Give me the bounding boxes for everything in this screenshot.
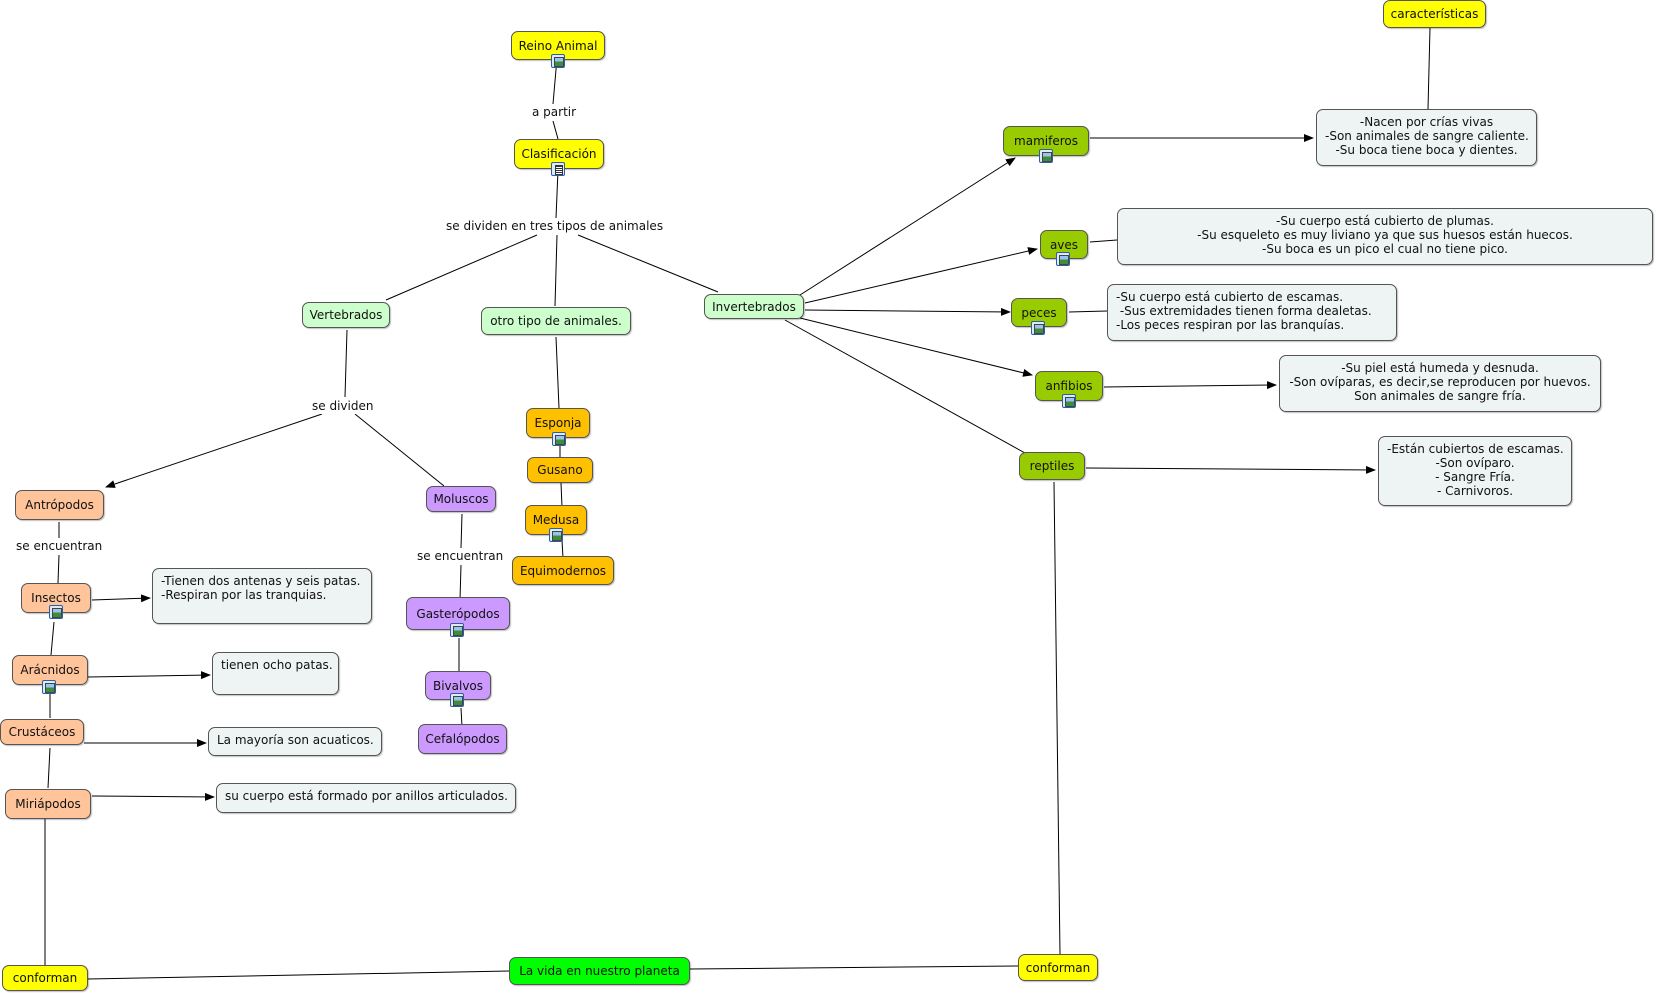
image-resource-icon[interactable] <box>1062 394 1076 408</box>
image-resource-icon[interactable] <box>1056 252 1070 266</box>
node-esponja[interactable]: Esponja <box>526 408 590 438</box>
connector <box>561 539 564 559</box>
node-conforman-right[interactable]: conforman <box>1018 954 1098 981</box>
connector <box>577 234 719 293</box>
connector <box>1085 465 1376 474</box>
connector <box>47 747 51 789</box>
connector <box>560 482 563 508</box>
node-aracnidos[interactable]: Arácnidos <box>12 655 88 685</box>
connector <box>555 336 560 409</box>
connector <box>87 671 211 680</box>
node-antropodos[interactable]: Antrópodos <box>15 490 104 520</box>
connector <box>344 329 348 398</box>
connector <box>57 554 60 584</box>
note-peces: -Su cuerpo está cubierto de escamas. -Su… <box>1107 284 1397 341</box>
image-resource-icon[interactable] <box>551 54 565 68</box>
connector <box>105 413 323 488</box>
connector <box>689 965 1019 970</box>
image-resource-icon[interactable] <box>42 680 56 694</box>
connector <box>552 120 559 140</box>
node-vida-planeta[interactable]: La vida en nuestro planeta <box>509 957 690 985</box>
connector <box>784 319 1026 454</box>
image-resource-icon[interactable] <box>49 605 63 619</box>
connector <box>804 247 1038 304</box>
node-bivalvos[interactable]: Bivalvos <box>425 671 491 700</box>
node-crustaceos[interactable]: Crustáceos <box>0 719 84 745</box>
image-resource-icon[interactable] <box>1031 321 1045 335</box>
node-caracteristicas[interactable]: características <box>1383 0 1486 28</box>
connector <box>91 594 151 603</box>
image-resource-icon[interactable] <box>1039 149 1053 163</box>
connector <box>1053 481 1061 956</box>
link-label-se-dividen-tres: se dividen en tres tipos de animales <box>444 218 666 234</box>
note-mamiferos: -Nacen por crías vivas -Son animales de … <box>1316 109 1537 166</box>
connector <box>554 234 558 307</box>
connector <box>460 707 463 728</box>
node-moluscos[interactable]: Moluscos <box>426 486 496 512</box>
document-resource-icon[interactable] <box>551 162 565 176</box>
node-clasificacion[interactable]: Clasificación <box>514 139 604 169</box>
link-label-se-dividen: se dividen <box>310 398 376 414</box>
link-label-se-encuentran-left: se encuentran <box>14 538 105 554</box>
image-resource-icon[interactable] <box>450 693 464 707</box>
connector <box>50 621 55 656</box>
node-conforman-left[interactable]: conforman <box>2 965 88 991</box>
connector <box>354 413 445 487</box>
node-gusano[interactable]: Gusano <box>527 457 593 483</box>
node-vertebrados[interactable]: Vertebrados <box>302 302 390 328</box>
note-aracnidos: tienen ocho patas. <box>212 652 339 695</box>
note-reptiles: -Están cubiertos de escamas. -Son ovípar… <box>1378 436 1572 506</box>
connector <box>1103 381 1277 390</box>
connector <box>91 792 215 801</box>
note-insectos: -Tienen dos antenas y seis patas. -Respi… <box>152 568 372 624</box>
connector <box>555 169 559 219</box>
connector <box>799 317 1033 377</box>
connector <box>385 234 538 301</box>
image-resource-icon[interactable] <box>549 528 563 542</box>
node-cefalopodos[interactable]: Cefalópodos <box>418 724 507 754</box>
node-invertebrados[interactable]: Invertebrados <box>704 294 804 319</box>
node-otro-tipo[interactable]: otro tipo de animales. <box>481 307 631 335</box>
connector <box>459 564 462 601</box>
note-aves: -Su cuerpo está cubierto de plumas. -Su … <box>1117 208 1653 265</box>
node-equimodernos[interactable]: Equimodernos <box>512 556 614 585</box>
connector <box>460 513 463 549</box>
connector <box>804 307 1011 316</box>
image-resource-icon[interactable] <box>450 623 464 637</box>
connector <box>87 970 511 980</box>
node-miriapodos[interactable]: Miriápodos <box>5 789 91 819</box>
link-label-se-encuentran-mid: se encuentran <box>415 548 506 564</box>
connector <box>1068 310 1108 313</box>
link-label-a-partir: a partir <box>530 104 579 120</box>
node-aves[interactable]: aves <box>1040 230 1088 259</box>
connector <box>1427 27 1431 110</box>
connector <box>1089 239 1118 243</box>
node-reptiles[interactable]: reptiles <box>1019 452 1085 480</box>
note-miriapodos: su cuerpo está formado por anillos artic… <box>216 783 516 813</box>
note-crustaceos: La mayoría son acuaticos. <box>208 727 382 756</box>
image-resource-icon[interactable] <box>552 432 566 446</box>
note-anfibios: -Su piel está humeda y desnuda. -Son oví… <box>1279 355 1601 412</box>
connector <box>799 157 1016 296</box>
